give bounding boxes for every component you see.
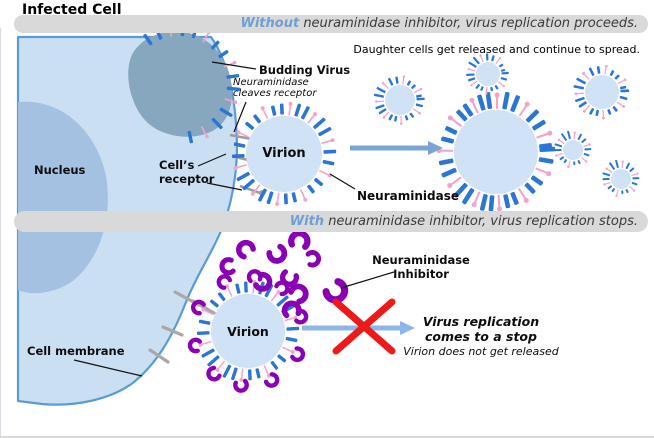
arrow-right-2 bbox=[302, 321, 415, 335]
label-neuraminidase-cleaves-line1: Neuraminidase bbox=[233, 77, 309, 88]
label-cells-receptor-line2: receptor bbox=[159, 172, 215, 186]
daughter-virion-small-1 bbox=[373, 75, 425, 125]
label-neuraminidase-inhibitor: Neuraminidase Inhibitor bbox=[361, 253, 481, 281]
virion-1 bbox=[231, 101, 337, 207]
label-budding-virus: Budding Virus bbox=[259, 63, 351, 77]
bottom-frame-line bbox=[0, 436, 654, 438]
page-title: Infected Cell bbox=[22, 2, 122, 18]
red-x-icon bbox=[332, 298, 396, 355]
label-cells-receptor: Cell’s receptor bbox=[159, 158, 214, 186]
label-virion-not-released: Virion does not get released bbox=[403, 345, 559, 358]
label-virion-1: Virion bbox=[262, 146, 306, 161]
label-neuraminidase: Neuraminidase bbox=[357, 189, 459, 203]
label-neuraminidase-inhibitor-line1: Neuraminidase bbox=[372, 253, 470, 267]
label-neuraminidase-inhibitor-line2: Inhibitor bbox=[393, 266, 449, 281]
daughter-virion-small-4 bbox=[602, 159, 640, 198]
banner-without-text: neuraminidase inhibitor, virus replicati… bbox=[303, 16, 638, 31]
nucleus-blob bbox=[18, 101, 108, 294]
label-cells-receptor-line1: Cell’s bbox=[159, 158, 195, 172]
banner-with-highlight: With bbox=[289, 214, 325, 229]
label-virus-replication-stops-line2: comes to a stop bbox=[425, 329, 537, 344]
left-frame-line bbox=[0, 28, 1, 438]
label-virus-replication-stops: Virus replication comes to a stop bbox=[400, 314, 562, 344]
pointer-lines bbox=[73, 61, 395, 377]
daughter-virion-small-2 bbox=[466, 53, 509, 95]
daughter-virion-small-3 bbox=[554, 130, 592, 169]
banner-without-highlight: Without bbox=[240, 16, 300, 31]
daughter-cells-subtitle: Daughter cells get released and continue… bbox=[353, 43, 640, 56]
banner-with-text: neuraminidase inhibitor, virus replicati… bbox=[328, 214, 638, 229]
inhibitor-crescents bbox=[219, 230, 349, 319]
label-virus-replication-stops-line1: Virus replication bbox=[422, 314, 540, 329]
label-nucleus: Nucleus bbox=[34, 163, 86, 177]
label-neuraminidase-cleaves: Neuraminidase cleaves receptor bbox=[233, 77, 317, 99]
label-virion-2: Virion bbox=[227, 324, 269, 339]
daughter-virion-medium bbox=[573, 64, 630, 120]
daughter-virion-large bbox=[436, 91, 556, 212]
banner-without: Without neuraminidase inhibitor, virus r… bbox=[14, 15, 648, 33]
arrow-right-1 bbox=[350, 141, 443, 155]
label-neuraminidase-cleaves-line2: cleaves receptor bbox=[233, 87, 317, 99]
label-cell-membrane: Cell membrane bbox=[27, 344, 125, 358]
banner-with: With neuraminidase inhibitor, virus repl… bbox=[14, 211, 648, 232]
